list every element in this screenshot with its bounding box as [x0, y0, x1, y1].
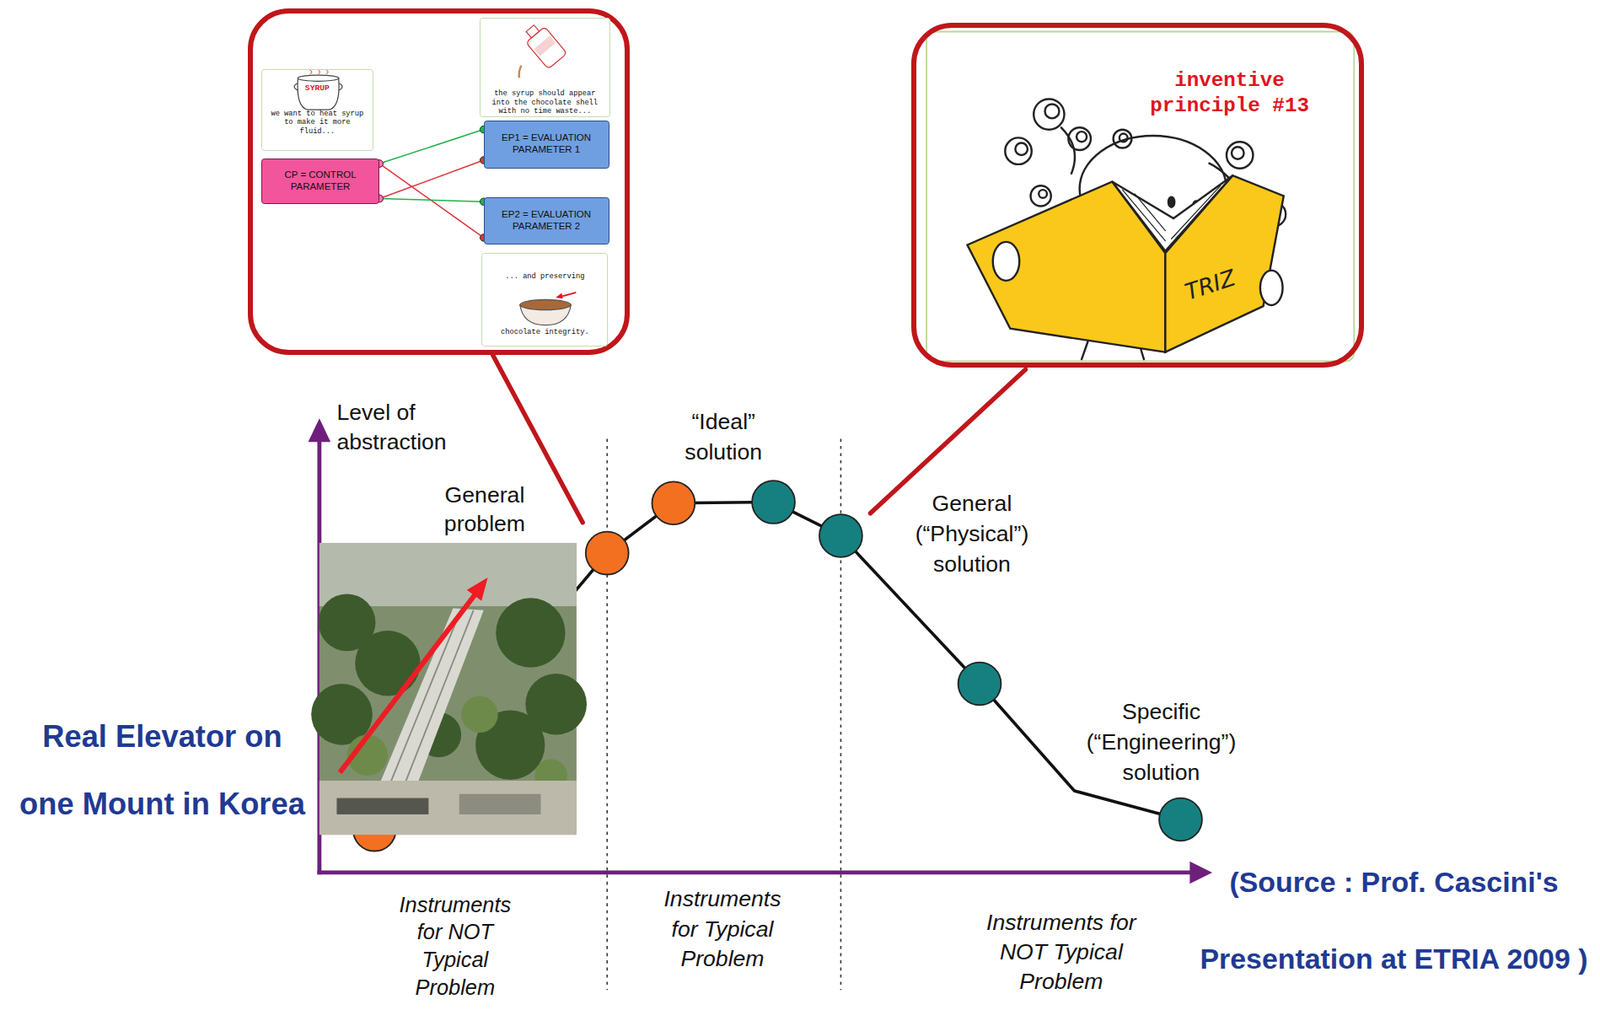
book: [1111, 175, 1233, 252]
elevator-photo: [467, 577, 489, 602]
note-illustration: [480, 18, 612, 82]
phase-label: Instruments for Typical Problem: [653, 884, 793, 973]
note-card: SYRUP we want to heat syrup to make it mo…: [261, 69, 374, 151]
control-parameter-box: CP = CONTROL PARAMETER: [261, 158, 380, 205]
elevator-photo: [311, 542, 587, 835]
connector: [379, 198, 484, 202]
hair-curl: [1231, 146, 1245, 160]
note-text: chocolate integrity.: [482, 327, 607, 337]
hair-curl: [1014, 142, 1028, 156]
phase-label: Instruments for NOT Typical Problem: [971, 907, 1151, 997]
callout-frame: the syrup should appear into the chocola…: [247, 8, 630, 356]
axis: [316, 870, 1194, 876]
connector: [379, 129, 484, 165]
step-circle: [958, 662, 1002, 706]
trees-light: [461, 696, 499, 734]
chocolate-shell: [520, 300, 572, 311]
note-card: ... and preserving chocolate integrity.: [481, 252, 608, 347]
step-circle: [751, 480, 795, 524]
hair-curl: [1033, 98, 1064, 129]
evaluation-parameter-box: EP2 = EVALUATION PARAMETER 2: [483, 197, 610, 246]
step-circle: [1159, 798, 1203, 842]
phase-divider: [606, 438, 608, 990]
axis-label: Level of abstraction: [336, 397, 505, 457]
pot-rim: [297, 75, 339, 81]
axis: [308, 418, 332, 442]
elevator-photo: [336, 798, 429, 815]
axis: [308, 418, 1213, 884]
callout-inner-border: [926, 32, 1354, 362]
steam: [310, 69, 328, 75]
trees: [495, 597, 565, 667]
hair-curl: [1068, 127, 1091, 151]
hair-curl: [1038, 189, 1047, 199]
trees: [354, 630, 420, 696]
source-note: (Source : Prof. Cascini's Presentation a…: [1189, 843, 1598, 998]
escalator-rails: [379, 609, 462, 810]
note-card: the syrup should appear into the chocola…: [479, 17, 611, 119]
book: [1165, 175, 1284, 352]
hair-curl: [1226, 141, 1253, 168]
bottle-neck: [526, 24, 539, 38]
hair-curl: [1113, 129, 1133, 149]
hair-curl: [1004, 137, 1031, 164]
evaluation-parameter-box: EP1 = EVALUATION PARAMETER 1: [483, 120, 610, 169]
callout-frame: inventive principle #13: [911, 22, 1364, 368]
elevator-photo: [459, 794, 542, 815]
legs: [1081, 342, 1144, 360]
box-text: EP1 = EVALUATION PARAMETER 1: [487, 132, 606, 156]
arrow-head: [555, 293, 563, 300]
phase-label: Instruments for NOT Typical Problem: [391, 891, 521, 1002]
box-text: CP = CONTROL PARAMETER: [264, 169, 376, 194]
arrow: [560, 292, 576, 297]
pot-label: SYRUP: [262, 83, 373, 94]
phase-divider: [606, 438, 841, 990]
cartoon-reader: [967, 98, 1287, 360]
elevator-photo: [339, 593, 476, 773]
box-text: EP2 = EVALUATION PARAMETER 2: [487, 209, 606, 233]
book: [967, 175, 1284, 352]
note-text: the syrup should appear into the chocola…: [480, 89, 610, 116]
hands: [1260, 270, 1284, 306]
photo-caption: Real Elevator on one Mount in Korea: [8, 703, 317, 838]
cartoon-eyes: [1167, 195, 1176, 209]
axis: [1189, 861, 1213, 885]
connector: [379, 163, 484, 238]
book: [1122, 185, 1221, 241]
callout-inner-border: [926, 32, 1354, 362]
stage-label: Specific (“Engineering”) solution: [1068, 696, 1254, 789]
hands: [993, 241, 1020, 281]
elevator-photo: [319, 780, 577, 835]
hair-curl: [1119, 134, 1128, 143]
stage-label: General problem: [428, 481, 541, 539]
hair-curl: [1030, 185, 1052, 206]
step-circle: [585, 531, 629, 575]
step-circle: [819, 514, 863, 558]
pot-body: [297, 78, 339, 111]
principle-text: inventive principle #13: [1127, 68, 1332, 120]
bottle-label: [533, 35, 556, 56]
bottle: [520, 20, 568, 70]
hair-curl: [1076, 131, 1087, 142]
connector: [379, 160, 484, 199]
trees-light: [347, 696, 568, 793]
illustration: [308, 32, 1355, 991]
legs: [1081, 342, 1144, 360]
stage-label: General (“Physical”) solution: [897, 488, 1047, 580]
hands: [993, 241, 1284, 306]
note-text: ... and preserving: [482, 272, 607, 281]
step-circle: [651, 481, 695, 525]
book-title: TRIZ: [1170, 260, 1250, 309]
hair-curl: [1045, 103, 1060, 119]
stage-label: “Ideal” solution: [660, 406, 786, 468]
syrup-stream: [519, 64, 522, 78]
note-text: we want to heat syrup to make it more fl…: [262, 109, 373, 136]
